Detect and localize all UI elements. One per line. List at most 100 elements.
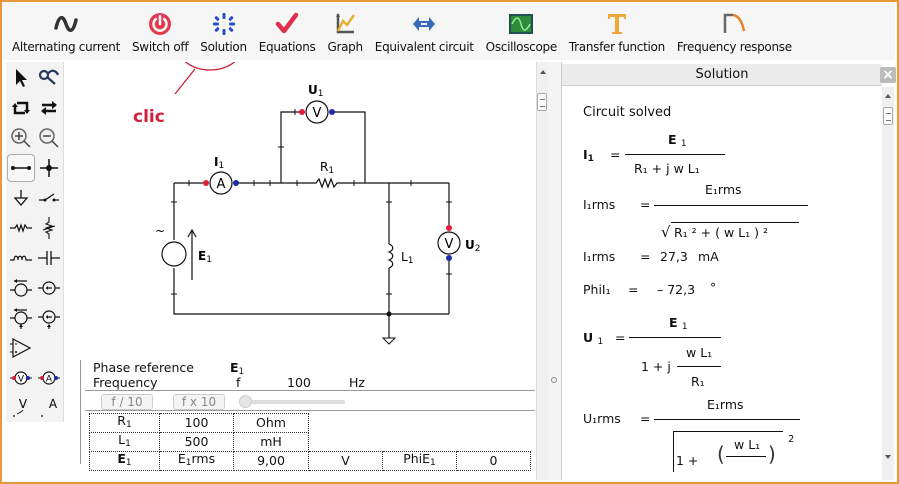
switch-off-button[interactable]: Switch off — [126, 4, 194, 60]
ammeter-i1[interactable]: A — [203, 171, 239, 195]
voltage-source-tool[interactable] — [7, 274, 35, 302]
alternating-current-button[interactable]: Alternating current — [6, 4, 126, 60]
phi-i1-value: – 72,3 — [657, 282, 696, 297]
oscilloscope-icon — [508, 11, 534, 37]
eq6-numerator: E₁rms — [707, 397, 744, 412]
phase-label: PhiE1 — [382, 451, 457, 471]
ammeter-tool[interactable]: A — [35, 364, 63, 392]
annotation-pointer-line — [174, 68, 196, 95]
ground-tool[interactable] — [7, 184, 35, 212]
toolbar: Alternating current Switch off Solution … — [2, 2, 895, 60]
wire — [331, 111, 366, 183]
component-value[interactable]: 9,00 — [233, 451, 309, 471]
eq2-denominator: R₁ ² + ( w L₁ ) ² — [674, 225, 768, 240]
equivalent-circuit-button[interactable]: Equivalent circuit — [369, 4, 480, 60]
close-icon[interactable]: × — [880, 67, 896, 83]
svg-text:A: A — [46, 375, 53, 385]
opamp-tool[interactable] — [7, 334, 35, 362]
controlled-current-source-tool[interactable] — [35, 304, 63, 332]
graph-axes-icon — [332, 11, 358, 37]
rotate-icon — [12, 101, 30, 115]
power-icon — [147, 11, 173, 37]
wire-cutter-tool[interactable] — [35, 64, 63, 92]
component-name: E1 — [89, 451, 160, 471]
eq5-numerator: E 1 — [669, 315, 688, 332]
inductor-icon — [10, 255, 32, 261]
solution-content: Circuit solved I1 = E 1 R₁ + j w L₁ I₁rm… — [562, 87, 880, 480]
component-name: L1 — [89, 432, 160, 452]
equations-button[interactable]: Equations — [253, 4, 322, 60]
transfer-function-button[interactable]: Transfer function — [563, 4, 671, 60]
solution-panel-title: Solution — [562, 64, 882, 86]
component-value[interactable]: 100 — [159, 413, 234, 433]
voltmeter-u1[interactable]: V — [299, 100, 335, 124]
graph-button[interactable]: Graph — [321, 4, 368, 60]
resistor-r1[interactable] — [312, 177, 344, 189]
voltage-label-tool[interactable]: V — [7, 394, 35, 422]
ammeter-icon: A — [38, 371, 60, 385]
eq5-den-denominator: R₁ — [691, 374, 705, 389]
frequency-slider-thumb[interactable] — [239, 395, 252, 408]
sqrt-icon: √ — [661, 223, 671, 241]
zoom-out-tool[interactable] — [35, 124, 63, 152]
flip-tool[interactable] — [35, 94, 63, 122]
phase-value[interactable]: 0 — [456, 451, 531, 471]
fraction-line — [625, 154, 725, 155]
frequency-response-button[interactable]: Frequency response — [671, 4, 798, 60]
oscilloscope-button[interactable]: Oscilloscope — [480, 4, 563, 60]
svg-text:V: V — [19, 397, 28, 411]
canvas-scrollbar[interactable] — [536, 62, 548, 480]
equals-sign: = — [640, 411, 651, 426]
frequency-slider-track[interactable] — [245, 400, 345, 404]
controlled-current-source-icon — [38, 310, 60, 329]
ac-source-e1[interactable] — [161, 228, 197, 280]
equals-sign: = — [640, 249, 651, 264]
frequency-divide-10-button[interactable]: f / 10 — [101, 394, 153, 410]
opamp-icon — [10, 338, 32, 358]
paren-left: ( — [717, 442, 725, 466]
eq1-lhs: I1 — [583, 147, 594, 164]
controlled-voltage-source-tool[interactable] — [7, 304, 35, 332]
frequency-symbol: f — [236, 375, 241, 390]
component-value[interactable]: 500 — [159, 432, 234, 452]
rotate-tool[interactable] — [7, 94, 35, 122]
scroll-up-arrow[interactable] — [885, 94, 891, 98]
current-label-tool[interactable]: A — [35, 394, 63, 422]
zoom-in-tool[interactable] — [7, 124, 35, 152]
voltmeter-u2[interactable]: V — [437, 225, 461, 261]
solution-button[interactable]: Solution — [194, 4, 253, 60]
scrollbar-thumb[interactable] — [537, 93, 547, 111]
controlled-voltage-source-icon — [10, 308, 32, 329]
current-label-icon: A — [41, 397, 58, 417]
swap-arrows-icon — [41, 101, 57, 115]
eq3-lhs: I₁rms — [583, 249, 616, 264]
switch-tool[interactable] — [35, 184, 63, 212]
pointer-tool[interactable] — [7, 64, 35, 92]
sine-wave-icon — [53, 11, 79, 37]
wire-tool[interactable] — [7, 154, 35, 182]
variable-resistor-tool[interactable] — [35, 214, 63, 242]
capacitor-tool[interactable] — [35, 244, 63, 272]
solution-scrollbar[interactable] — [882, 87, 894, 480]
scroll-down-arrow[interactable] — [885, 455, 891, 459]
capacitor-icon — [38, 251, 60, 265]
frequency-unit: Hz — [349, 375, 365, 390]
solution-spinner-icon — [211, 11, 237, 37]
voltmeter-tool[interactable]: V — [7, 364, 35, 392]
junction-node — [386, 311, 392, 317]
inductor-l1[interactable] — [387, 243, 394, 269]
inductor-tool[interactable] — [7, 244, 35, 272]
scroll-up-arrow[interactable] — [540, 70, 546, 74]
annotation-circle — [184, 62, 236, 71]
node-tool[interactable] — [35, 154, 63, 182]
node-icon — [40, 159, 58, 177]
wire — [280, 111, 303, 183]
frequency-multiply-10-button[interactable]: f x 10 — [173, 394, 225, 410]
panel-splitter[interactable] — [548, 62, 562, 480]
scrollbar-thumb[interactable] — [883, 107, 893, 125]
current-source-tool[interactable] — [35, 274, 63, 302]
frequency-value[interactable]: 100 — [287, 375, 311, 390]
svg-text:V: V — [445, 237, 454, 252]
resistor-tool[interactable] — [7, 214, 35, 242]
l1-label: L1 — [401, 250, 413, 266]
